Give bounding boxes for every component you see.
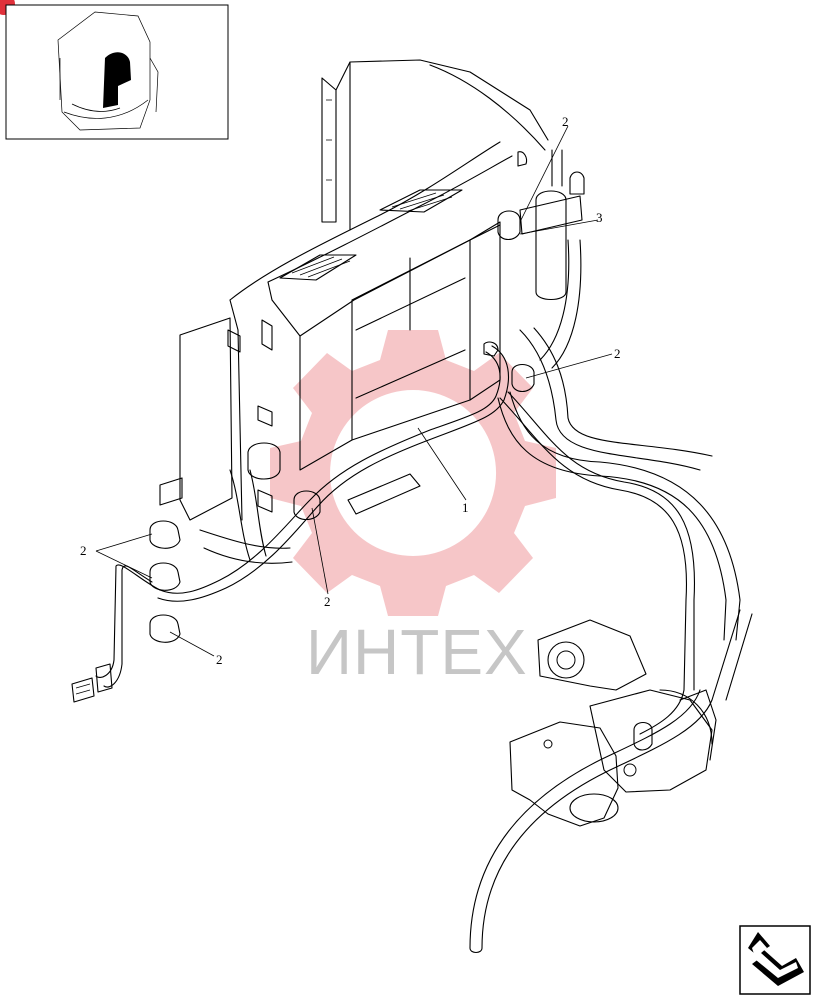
next-page-arrow-icon[interactable] — [739, 925, 811, 995]
leader-lines — [95, 125, 613, 657]
watermark-gear-icon — [270, 330, 556, 616]
callout-part-3[interactable]: 3 — [596, 210, 603, 225]
compressor-bracket — [509, 619, 717, 827]
callout-part-2-left[interactable]: 2 — [80, 543, 87, 558]
callout-part-2-right[interactable]: 2 — [614, 346, 621, 361]
callout-part-2-mid[interactable]: 2 — [324, 594, 331, 609]
hose-clamps[interactable] — [149, 210, 653, 751]
wiring-harness — [71, 345, 696, 735]
watermark — [270, 330, 556, 616]
condenser-frame — [321, 59, 549, 231]
callout-part-2-top[interactable]: 2 — [562, 114, 569, 129]
callout-part-2-lower[interactable]: 2 — [216, 652, 223, 667]
receiver-drier — [517, 149, 585, 301]
refrigerant-hoses — [469, 239, 753, 954]
callout-part-1[interactable]: 1 — [462, 500, 469, 515]
watermark-text: ИНТЕХ — [306, 616, 528, 688]
locator-thumbnail[interactable] — [5, 4, 229, 140]
evaporator-housing — [159, 141, 513, 564]
